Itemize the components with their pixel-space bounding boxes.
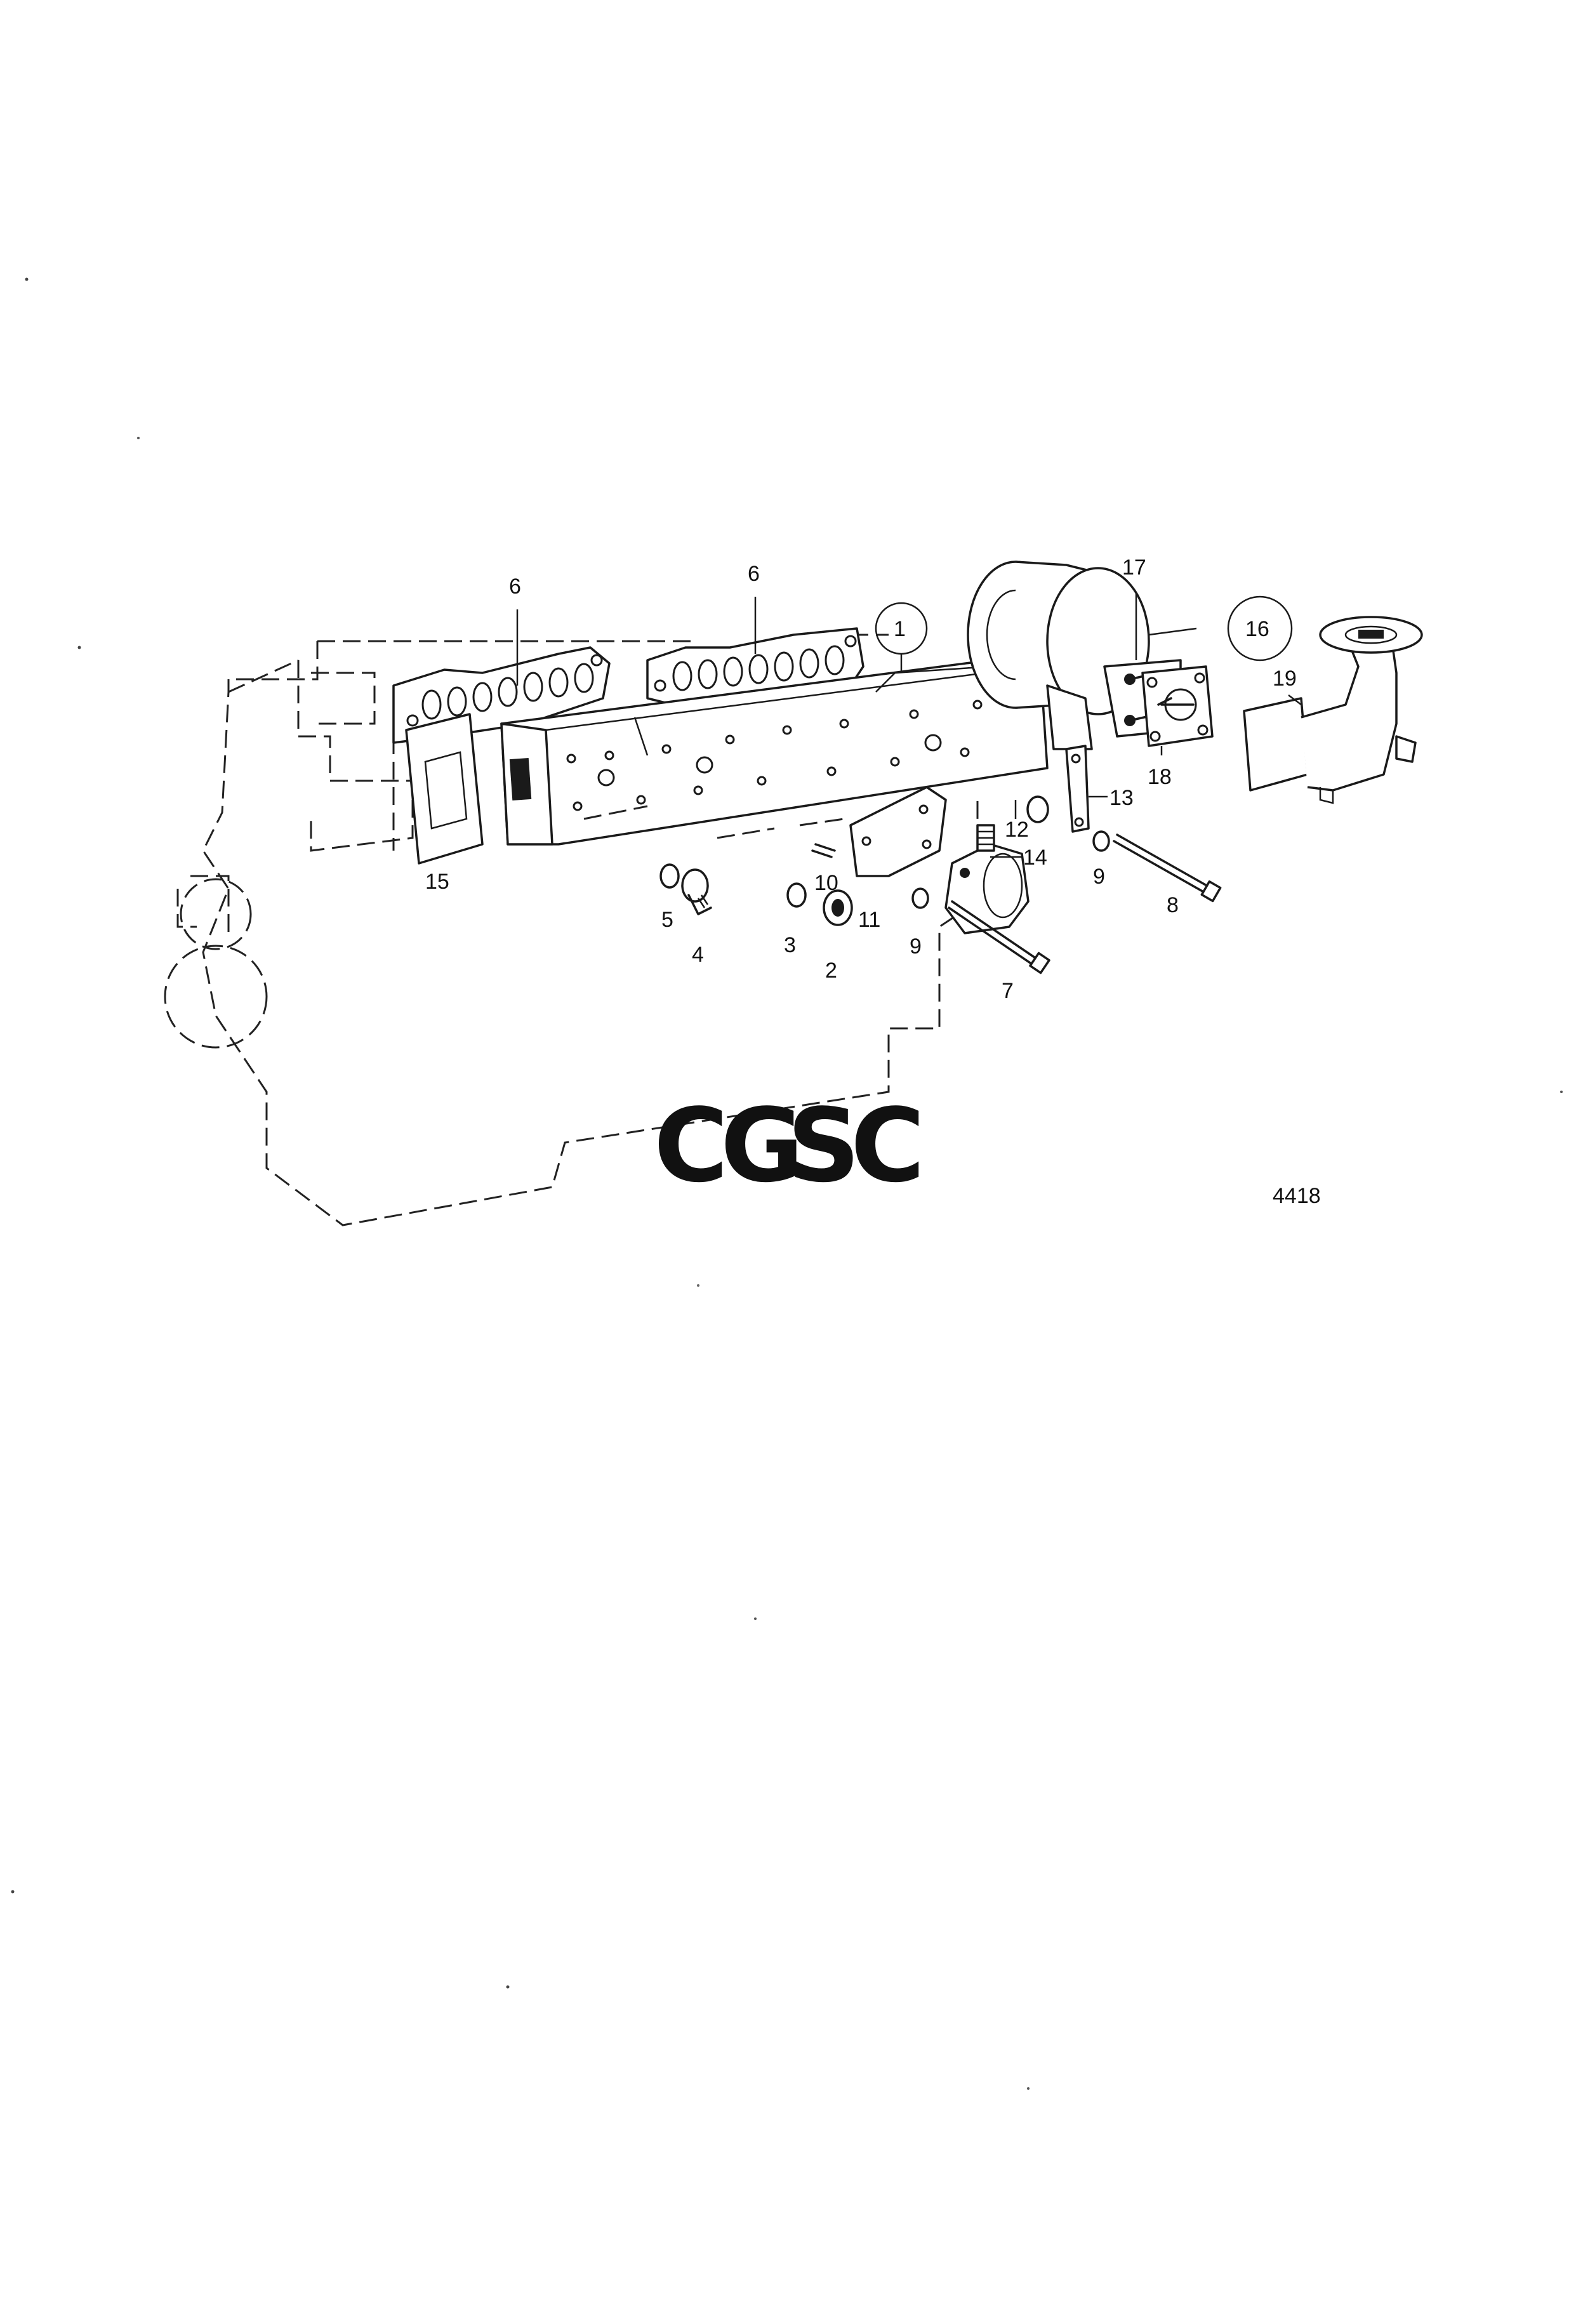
end-plate-gasket <box>405 713 484 865</box>
callout-label: 15 <box>425 870 449 894</box>
callout-label: 6 <box>748 562 760 586</box>
scan-specks <box>11 277 1563 2090</box>
callout-label: 9 <box>1093 865 1105 889</box>
cover-plate <box>849 786 947 877</box>
callout-label: 18 <box>1148 765 1172 789</box>
watermark-letter: C <box>654 1086 728 1205</box>
callout-label: 1 <box>894 617 906 641</box>
watermark-letter: C <box>851 1086 925 1205</box>
callout-label: 13 <box>1109 786 1134 810</box>
callout-label: 10 <box>814 871 838 895</box>
exhaust-manifold <box>500 659 1049 846</box>
callout-label: 8 <box>1167 893 1179 917</box>
callout-label: 17 <box>1122 555 1146 580</box>
callout-label: 9 <box>910 934 922 959</box>
watermark-letter: S <box>787 1086 860 1205</box>
callout-label: 11 <box>858 908 880 932</box>
exhaust-elbow <box>1243 616 1423 804</box>
turbocharger <box>967 561 1182 750</box>
figure-number: 4418 <box>1273 1184 1321 1208</box>
stud-14 <box>976 824 995 852</box>
washer-5 <box>659 863 680 889</box>
callout-label: 6 <box>509 574 521 599</box>
turbo-flange-gasket <box>1141 665 1214 747</box>
callout-label: 4 <box>692 943 704 967</box>
bolt-8 <box>1113 833 1222 903</box>
callout-label: 2 <box>825 959 837 983</box>
callout-label: 7 <box>1002 979 1014 1003</box>
callout-circle-1 <box>875 602 928 655</box>
bolt-7 <box>948 900 1050 974</box>
washer-9-upper <box>1092 830 1110 852</box>
callout-label: 19 <box>1273 667 1297 691</box>
washer-9-lower <box>911 887 929 909</box>
watermark-logo: C G S C <box>654 1086 925 1205</box>
bracket-13 <box>1065 745 1090 833</box>
callout-label: 5 <box>661 908 673 932</box>
callout-label: 16 <box>1245 617 1269 641</box>
nut-12 <box>1026 795 1049 823</box>
callout-label: 12 <box>1005 818 1029 842</box>
callout-label: 3 <box>784 933 796 957</box>
stud-10 <box>811 843 836 858</box>
callout-labels: 1 2 3 4 5 6 6 7 8 9 9 10 11 12 13 14 15 … <box>425 555 1297 1003</box>
callout-label: 14 <box>1023 846 1047 870</box>
callout-leaders <box>516 594 1302 858</box>
plug-4 <box>681 868 712 915</box>
washer-3 <box>786 882 807 908</box>
callout-circle-16 <box>1227 595 1293 661</box>
plug-2 <box>823 889 853 926</box>
watermark-letter: G <box>720 1086 804 1205</box>
